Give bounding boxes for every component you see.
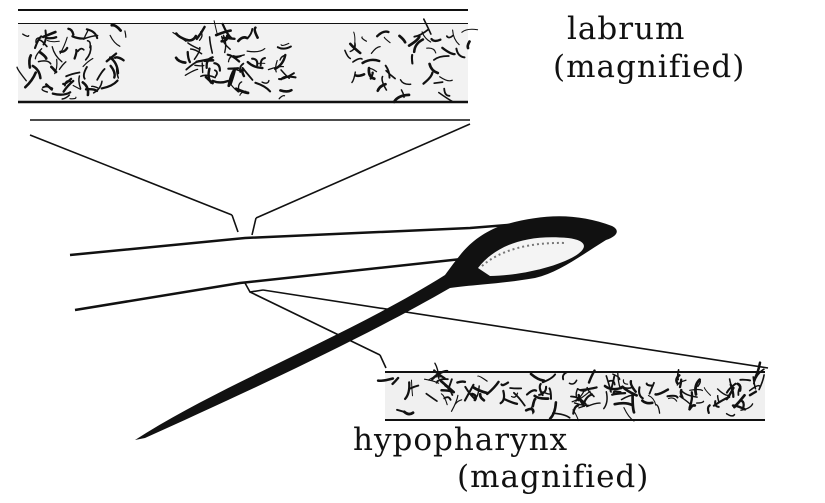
texture-stroke (235, 56, 241, 57)
texture-stroke (356, 74, 364, 76)
texture-stroke (228, 68, 238, 69)
texture-stroke (740, 380, 750, 381)
texture-stroke (434, 82, 442, 83)
texture-stroke (457, 382, 465, 383)
hypopharynx-label: hypopharynx (353, 425, 568, 456)
texture-stroke (29, 55, 30, 67)
labrum-magnified-label: (magnified) (553, 52, 745, 83)
texture-stroke (202, 63, 203, 73)
texture-stroke (47, 37, 56, 38)
hypopharynx-magnified-label: (magnified) (457, 462, 649, 493)
texture-stroke (280, 90, 291, 91)
texture-stroke (223, 38, 234, 39)
labrum-callout-lines (30, 120, 470, 235)
labrum-label: labrum (567, 14, 685, 45)
hypopharynx-strip (378, 363, 765, 421)
texture-stroke (680, 380, 681, 387)
labrum-strip (17, 10, 478, 102)
texture-stroke (195, 65, 204, 66)
texture-stroke (468, 42, 470, 49)
hypopharynx-callout-lines (245, 283, 768, 368)
texture-stroke (633, 396, 634, 413)
texture-stroke (678, 370, 679, 380)
